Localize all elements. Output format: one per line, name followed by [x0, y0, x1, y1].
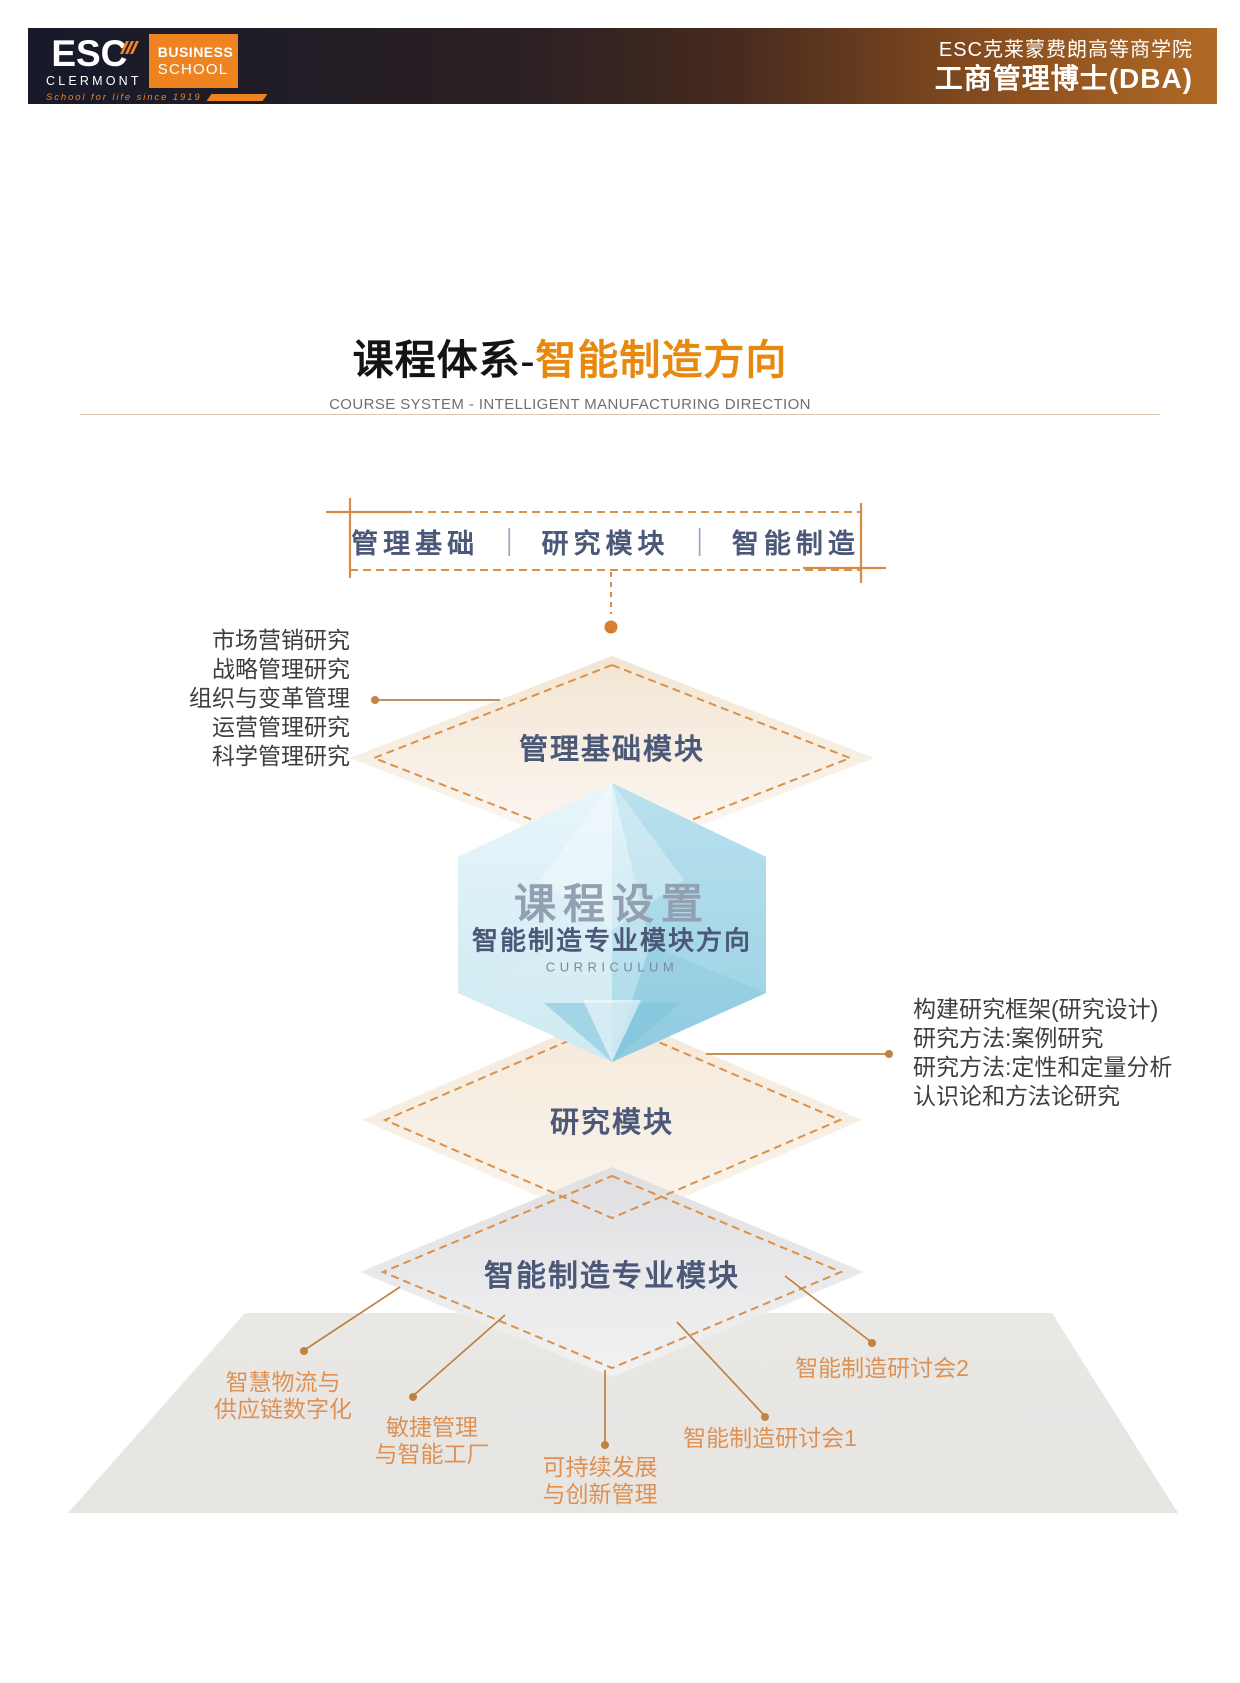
diamond-level3-dash	[380, 1174, 844, 1370]
label-line: 可持续发展	[542, 1454, 658, 1480]
module-tabs-box: 管理基础 │ 研究模块 │ 智能制造	[350, 512, 861, 570]
connector-dots	[300, 696, 893, 1449]
tabs-box-frame	[326, 498, 886, 634]
tab-intelligent-manufacturing: 智能制造	[731, 528, 860, 559]
crystal-gem-shape	[458, 783, 766, 1062]
list-item: 战略管理研究	[212, 656, 350, 682]
connector-lines	[305, 699, 886, 1442]
logo-school-text: SCHOOL	[157, 61, 229, 78]
course-label-smart-logistics: 智慧物流与 供应链数字化	[173, 1369, 393, 1423]
logo-esc-text: ESC	[51, 33, 128, 74]
course-label-seminar1: 智能制造研讨会1	[683, 1425, 857, 1451]
list-item: 构建研究框架(研究设计)	[913, 996, 1159, 1022]
list-item: 认识论和方法论研究	[913, 1083, 1120, 1109]
diamond-level2-dash	[382, 1020, 843, 1220]
list-item: 组织与变革管理	[189, 685, 350, 711]
tab-separator: │	[503, 527, 518, 554]
logo-business-text: BUSINESS	[157, 44, 234, 60]
logo-tagline: School for life since 1919	[46, 92, 202, 103]
header-school-name: ESC克莱蒙费朗高等商学院	[938, 39, 1193, 61]
page-title: 课程体系-智能制造方向	[0, 326, 1140, 386]
course-label-sustainable-development: 可持续发展 与创新管理	[500, 1454, 700, 1508]
diamond-level2-shape	[362, 1012, 862, 1228]
crystal-subtitle: 智能制造专业模块方向	[471, 925, 753, 956]
list-item: 研究方法:案例研究	[913, 1025, 1104, 1051]
header-program-block: ESC克莱蒙费朗高等商学院 工商管理博士(DBA)	[935, 38, 1193, 95]
diamond-level3-shape	[360, 1167, 864, 1377]
tab-management-basics: 管理基础	[351, 528, 480, 559]
list-item: 运营管理研究	[212, 714, 350, 740]
header-bar: ESC CLERMONT BUSINESS SCHOOL School for …	[28, 28, 1217, 104]
page-title-orange: 智能制造方向	[535, 337, 788, 383]
label-line: 敏捷管理	[386, 1414, 478, 1440]
business-school-box: BUSINESS SCHOOL	[148, 34, 238, 88]
list-item: 市场营销研究	[212, 627, 350, 653]
esc-clermont-logo: ESC CLERMONT BUSINESS SCHOOL School for …	[46, 33, 267, 103]
management-course-list: 市场营销研究 战略管理研究 组织与变革管理 运营管理研究 科学管理研究	[100, 626, 350, 771]
research-course-list: 构建研究框架(研究设计) 研究方法:案例研究 研究方法:定性和定量分析 认识论和…	[913, 995, 1223, 1111]
label-line: 与创新管理	[542, 1481, 658, 1507]
diamond-level1-shape	[350, 656, 874, 860]
page-subtitle: COURSE SYSTEM - INTELLIGENT MANUFACTURIN…	[329, 396, 811, 413]
crystal-caption: CURRICULUM	[545, 959, 679, 975]
list-item: 科学管理研究	[212, 743, 350, 769]
tab-separator: │	[693, 527, 708, 554]
title-block: 课程体系-智能制造方向 COURSE SYSTEM - INTELLIGENT …	[0, 326, 1140, 413]
diamond-level2-label: 研究模块	[549, 1107, 675, 1139]
diamond-level3-label: 智能制造专业模块	[484, 1260, 740, 1293]
label-line: 与智能工厂	[374, 1441, 490, 1467]
label-line: 供应链数字化	[214, 1396, 352, 1422]
label-line: 智慧物流与	[225, 1369, 341, 1395]
course-label-seminar2: 智能制造研讨会2	[795, 1355, 969, 1381]
course-label-agile-management: 敏捷管理 与智能工厂	[332, 1414, 532, 1468]
divider-line	[80, 414, 1160, 415]
logo-clermont-text: CLERMONT	[46, 74, 142, 88]
header-program-name: 工商管理博士(DBA)	[934, 63, 1193, 94]
list-item: 研究方法:定性和定量分析	[913, 1054, 1173, 1080]
diamond-level1-label: 管理基础模块	[518, 734, 706, 766]
tab-research-module: 研究模块	[541, 528, 670, 559]
crystal-title: 课程设置	[513, 880, 711, 928]
base-floor-shape	[68, 1313, 1178, 1513]
page-title-black: 课程体系-	[352, 337, 536, 383]
